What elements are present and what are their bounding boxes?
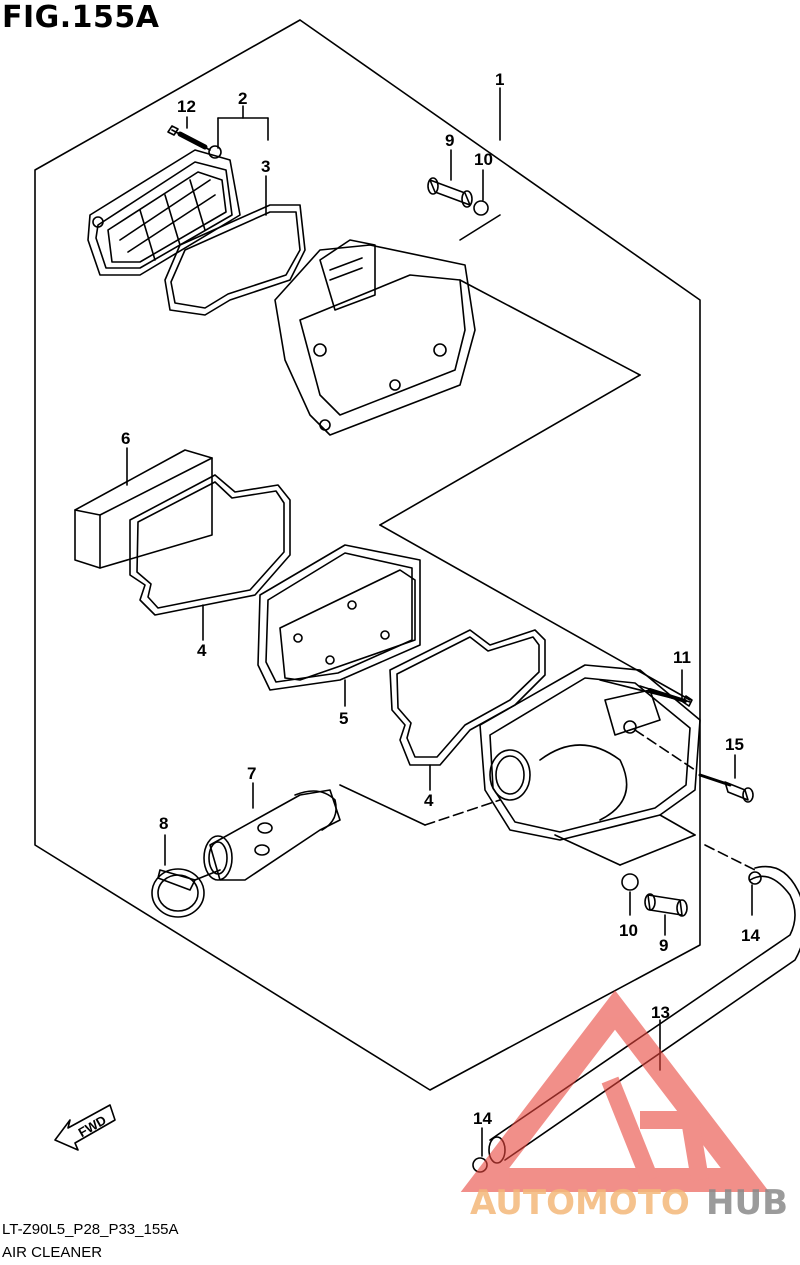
element-5: [257, 544, 421, 691]
callout-2: 2: [238, 89, 247, 108]
pin-9-upper: [427, 177, 473, 208]
filter-6: [74, 449, 213, 569]
intake-duct-7: [203, 789, 341, 881]
pin-9-lower: [644, 893, 688, 917]
callout-7: 7: [247, 764, 256, 783]
callout-11: 11: [673, 648, 691, 667]
clip-10-upper: [473, 200, 489, 216]
watermark-text-automoto: AUTOMOTO: [470, 1183, 690, 1223]
watermark-logo: [460, 990, 770, 1192]
gasket-4-upper: [129, 474, 291, 616]
callout-10-lower: 10: [619, 921, 638, 940]
fwd-arrow: [54, 1104, 116, 1151]
callout-5: 5: [339, 709, 348, 728]
callout-9-lower: 9: [659, 936, 668, 955]
callout-4-upper: 4: [197, 641, 207, 660]
bolt-15: [698, 773, 754, 803]
callout-12: 12: [177, 97, 196, 116]
callout-9-upper: 9: [445, 131, 454, 150]
figure-title: FIG.155A: [2, 0, 160, 35]
callout-8: 8: [159, 814, 168, 833]
callout-14-upper: 14: [741, 926, 760, 945]
watermark-triangle: [460, 990, 770, 1192]
assembly-border: [34, 19, 701, 1091]
case-lower: [479, 664, 701, 841]
fwd-label: FWD: [76, 1112, 109, 1140]
callout-10-upper: 10: [474, 150, 493, 169]
clip-14-upper: [748, 871, 762, 885]
clamp-8: [151, 868, 205, 918]
callout-14-lower: 14: [473, 1109, 492, 1128]
diagram-caption: AIR CLEANER: [2, 1244, 103, 1261]
callout-15: 15: [725, 735, 744, 754]
callout-13: 13: [651, 1003, 670, 1022]
gasket-3: [164, 204, 306, 316]
cover-2: [87, 145, 241, 276]
callout-1: 1: [495, 70, 504, 89]
drawing-code: LT-Z90L5_P28_P33_155A: [2, 1221, 179, 1238]
case-upper: [274, 239, 476, 436]
callout-4-lower: 4: [424, 791, 434, 810]
watermark-text-hub: HUB: [706, 1183, 788, 1223]
clip-10-lower: [621, 873, 639, 891]
callout-3: 3: [261, 157, 270, 176]
gasket-4-lower: [389, 629, 546, 766]
callout-6: 6: [121, 429, 130, 448]
